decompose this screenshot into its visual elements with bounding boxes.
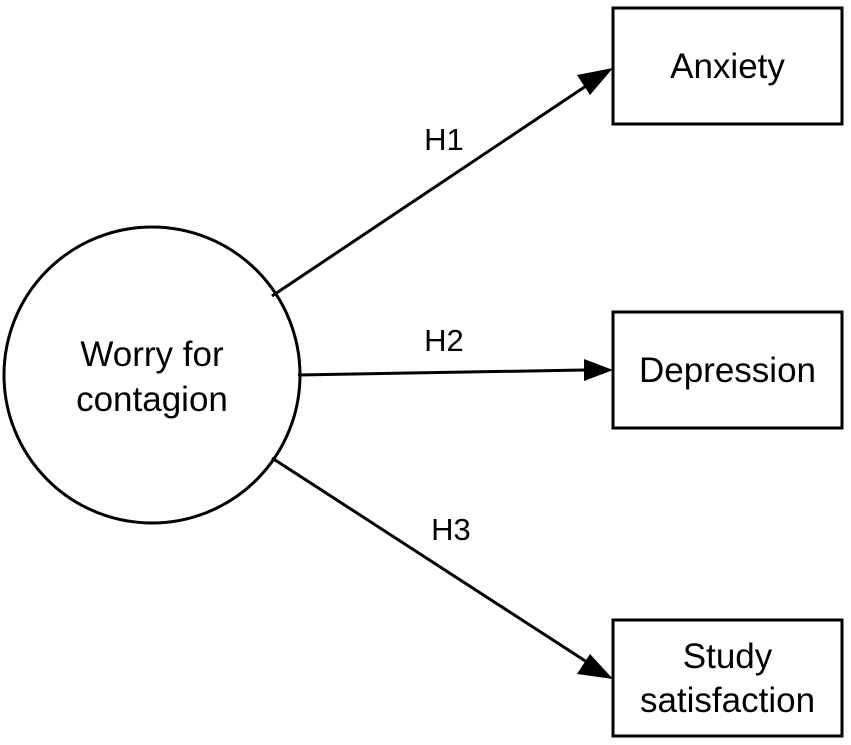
source-label-line2: contagion: [76, 380, 228, 419]
edge-h3-line: [271, 456, 591, 666]
edge-h2-label: H2: [424, 323, 464, 358]
edge-h1-label: H1: [424, 122, 464, 157]
edge-h1-line: [271, 82, 590, 298]
edge-h2-arrowhead: [584, 359, 613, 381]
depression-box: [611, 310, 844, 430]
node-worry-for-contagion: Worry for contagion: [2, 225, 302, 525]
study-satisfaction-box: [611, 618, 844, 738]
edge-h3: H3: [271, 456, 613, 679]
depression-label: Depression: [639, 351, 816, 390]
edge-h1: H1: [271, 68, 613, 298]
study-satisfaction-label-line2: satisfaction: [640, 681, 815, 720]
study-satisfaction-label-line1: Study: [683, 637, 773, 676]
source-label-line1: Worry for: [80, 335, 224, 374]
source-circle: [2, 225, 302, 525]
edge-h3-arrowhead: [577, 654, 613, 679]
anxiety-label: Anxiety: [670, 47, 785, 86]
node-depression: Depression: [611, 310, 844, 430]
edge-h2-line: [297, 368, 585, 377]
node-anxiety: Anxiety: [611, 6, 844, 126]
node-study-satisfaction: Study satisfaction: [611, 618, 844, 738]
edge-h1-arrowhead: [577, 68, 613, 95]
edge-h3-label: H3: [431, 512, 471, 547]
edge-h2: H2: [297, 323, 613, 381]
anxiety-box: [611, 6, 844, 126]
